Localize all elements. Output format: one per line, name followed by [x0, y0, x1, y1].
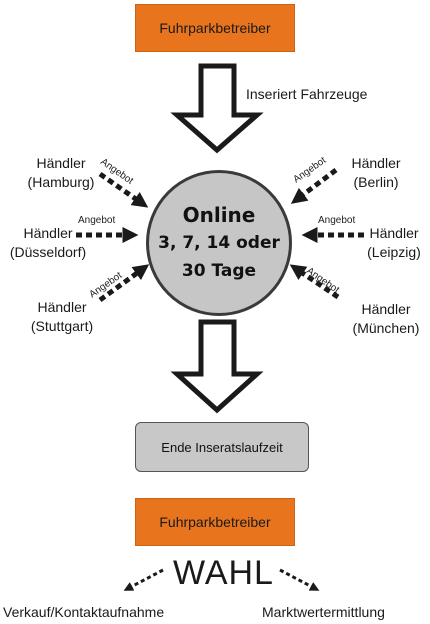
dealer-stuttgart: Händler (Stuttgart)	[22, 298, 102, 336]
offer-label-duesseldorf: Angebot	[78, 215, 115, 226]
offer-label-berlin: Angebot	[291, 155, 328, 186]
dealer-muenchen: Händler (München)	[344, 300, 428, 338]
dealer-stuttgart-title: Händler	[37, 299, 87, 315]
bottom-operator-box: Fuhrparkbetreiber	[135, 498, 295, 546]
dealer-berlin-title: Händler	[351, 155, 401, 171]
choice-arrow-right	[279, 568, 320, 591]
online-days: 30 Tage	[181, 261, 257, 281]
choice-arrow-left	[123, 568, 164, 591]
offer-label-hamburg: Angebot	[98, 156, 135, 187]
dealer-duesseldorf-city: (Düsseldorf)	[9, 244, 87, 260]
dealer-stuttgart-city: (Stuttgart)	[30, 318, 94, 334]
dealer-hamburg-city: (Hamburg)	[27, 174, 95, 190]
dealer-hamburg-title: Händler	[36, 155, 86, 171]
dealer-duesseldorf-title: Händler	[23, 225, 73, 241]
top-operator-box: Fuhrparkbetreiber	[135, 4, 295, 52]
offer-arrow-stuttgart	[98, 264, 150, 303]
insert-down-arrow	[170, 63, 264, 154]
dealer-muenchen-title: Händler	[361, 301, 411, 317]
end-listing-label: Ende Inseratslaufzeit	[161, 439, 283, 455]
end-listing-box: Ende Inseratslaufzeit	[135, 422, 309, 472]
choice-option-valuation: Marktwertermittlung	[262, 604, 385, 620]
offer-label-leipzig: Angebot	[318, 215, 355, 226]
dealer-muenchen-city: (München)	[352, 320, 420, 336]
offer-arrow-muenchen	[289, 264, 340, 300]
dealer-hamburg: Händler (Hamburg)	[19, 154, 103, 192]
dealer-leipzig-title: Händler	[369, 225, 419, 241]
dealer-leipzig-city: (Leipzig)	[367, 244, 421, 260]
end-down-arrow	[170, 319, 264, 414]
offer-arrow-hamburg	[98, 171, 149, 208]
online-title: Online	[182, 203, 256, 227]
offer-arrow-berlin	[290, 168, 338, 204]
dealer-duesseldorf: Händler (Düsseldorf)	[6, 224, 90, 262]
online-duration: 3, 7, 14 oder	[158, 233, 280, 253]
dealer-berlin: Händler (Berlin)	[340, 154, 412, 192]
bottom-operator-label: Fuhrparkbetreiber	[159, 514, 271, 530]
dealer-leipzig: Händler (Leipzig)	[362, 224, 426, 262]
inserts-label: Inseriert Fahrzeuge	[246, 86, 368, 102]
choice-option-sell: Verkauf/Kontaktaufnahme	[3, 604, 165, 620]
online-circle: Online 3, 7, 14 oder 30 Tage	[146, 170, 292, 316]
top-operator-label: Fuhrparkbetreiber	[159, 20, 271, 36]
dealer-berlin-city: (Berlin)	[353, 174, 399, 190]
choice-label: WAHL	[173, 554, 274, 592]
